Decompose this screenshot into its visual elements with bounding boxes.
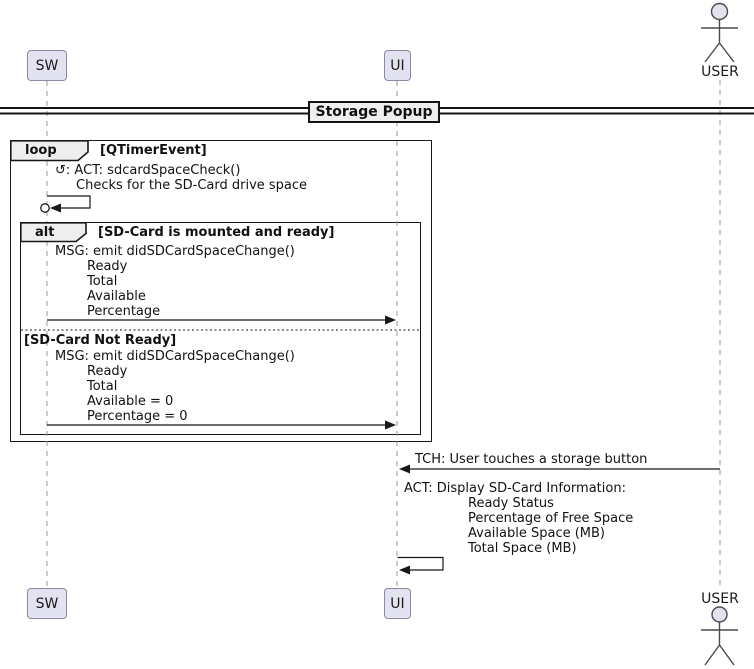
loop-tab (10, 140, 89, 162)
actor-head (711, 606, 728, 623)
self-message-sw-line1: ↺: ACT: sdcardSpaceCheck() (55, 164, 240, 178)
tch-arrow (399, 464, 720, 474)
participant-ui-label: UI (390, 595, 405, 612)
alt-condition-not-ready: [SD-Card Not Ready] (24, 333, 177, 348)
alt-condition-ready: [SD-Card is mounted and ready] (98, 225, 335, 240)
act-display-line-1: Ready Status (468, 496, 554, 511)
msg-ready-line-2: Total (87, 274, 118, 289)
message-arrow-ready (47, 315, 396, 325)
actor-user-top-label: USER (701, 64, 739, 80)
participant-sw-top: SW (27, 50, 67, 81)
act-display-line-2: Percentage of Free Space (468, 511, 634, 526)
tch-message-text: TCH: User touches a storage button (415, 452, 648, 467)
actor-user-bottom-label: USER (701, 591, 739, 607)
alt-tab (19, 222, 87, 243)
msg-not-ready-line-0: MSG: emit didSDCardSpaceChange() (55, 349, 295, 364)
actor-user-top (701, 2, 738, 63)
self-message-sw-text: : ACT: sdcardSpaceCheck() (65, 163, 241, 178)
msg-ready-line-4: Percentage (87, 304, 161, 319)
repeat-icon: ↺ (55, 163, 66, 178)
actor-head (710, 2, 729, 21)
participant-sw-label: SW (35, 595, 59, 612)
self-message-sw-arrow (40, 195, 91, 213)
actor-user-bottom (701, 606, 738, 666)
act-display-line-4: Total Space (MB) (468, 541, 577, 556)
divider-title-text: Storage Popup (315, 103, 433, 120)
message-arrow-not-ready (47, 420, 396, 430)
participant-sw-label: SW (35, 57, 59, 74)
msg-not-ready-line-3: Available = 0 (87, 394, 174, 409)
alt-frame (20, 222, 421, 435)
msg-not-ready-line-1: Ready (87, 364, 128, 379)
act-display-line-0: ACT: Display SD-Card Information: (404, 481, 626, 496)
participant-ui-bottom: UI (384, 588, 411, 619)
act-display-line-3: Available Space (MB) (468, 526, 606, 541)
participant-ui-top: UI (384, 50, 411, 81)
self-message-ui-arrow (397, 556, 444, 575)
msg-ready-line-3: Available (87, 289, 146, 304)
loop-frame (10, 140, 432, 442)
loop-condition: [QTimerEvent] (100, 143, 207, 158)
participant-sw-bottom: SW (27, 588, 67, 619)
msg-not-ready-line-4: Percentage = 0 (87, 409, 188, 424)
divider-title: Storage Popup (308, 100, 440, 123)
msg-not-ready-line-2: Total (87, 379, 118, 394)
msg-ready-line-0: MSG: emit didSDCardSpaceChange() (55, 244, 295, 259)
loop-tab-label: loop (25, 143, 57, 158)
alt-tab-label: alt (35, 225, 55, 240)
msg-ready-line-1: Ready (87, 259, 128, 274)
self-message-sw-line2: Checks for the SD-Card drive space (76, 178, 308, 193)
participant-ui-label: UI (390, 57, 405, 74)
